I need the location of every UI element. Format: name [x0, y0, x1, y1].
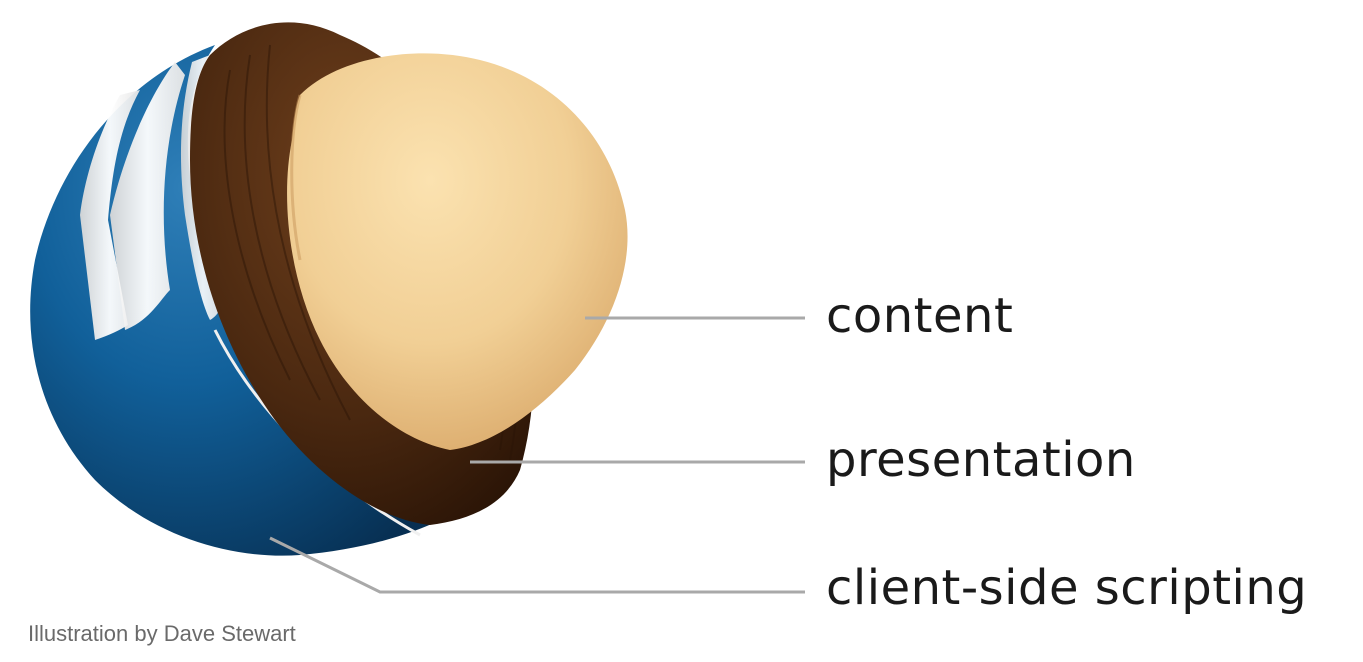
illustration-credit: Illustration by Dave Stewart	[28, 621, 296, 646]
inner-core-content	[287, 53, 628, 450]
label-content: content	[826, 288, 1014, 344]
leader-line-scripting	[269, 536, 805, 594]
label-presentation: presentation	[826, 432, 1136, 488]
label-client-side-scripting: client-side scripting	[826, 560, 1308, 616]
leader-lines	[269, 316, 805, 594]
